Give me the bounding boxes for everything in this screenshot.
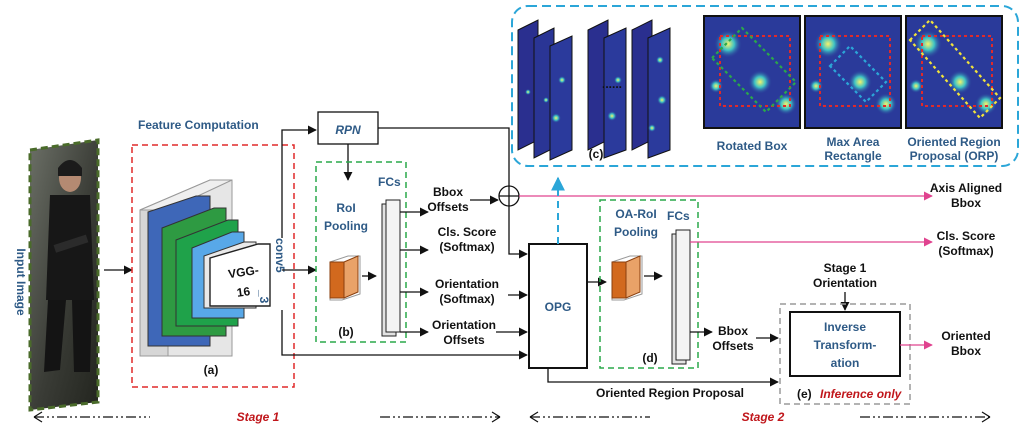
orientation-offsets-line1: Orientation [432,318,496,332]
cls-score-line2: (Softmax) [439,240,494,254]
heatmap-oriented-region-proposal [905,15,1003,129]
inverse-transformation-line2: Transform- [814,338,877,352]
final-cls-score-line1: Cls. Score [937,229,996,243]
conv5-suffix: _3 [257,289,271,304]
input-image [28,138,100,412]
oa-roi-pooling-line1: OA-RoI [615,207,656,221]
heatmap-max-area-rectangle [804,15,902,129]
caption-orp-line2: Proposal (ORP) [910,149,999,163]
oa-bbox-offsets-line2: Offsets [712,339,754,353]
axis-aligned-bbox-line2: Bbox [951,196,981,210]
tag-c: (c) [589,147,604,161]
rpn-label: RPN [335,123,361,137]
vgg-label-line1: VGG- [227,263,259,281]
feature-maps-ellipsis: ...... [602,77,622,91]
inference-only-label: Inference only [820,387,903,401]
oa-fcs-label: FCs [667,209,690,223]
rpn-box [317,111,379,145]
axis-aligned-bbox-line1: Axis Aligned [930,181,1002,195]
bbox-offsets-line2: Offsets [427,200,469,214]
feature-computation-title: Feature Computation [138,118,259,132]
roi-block [315,161,407,343]
inverse-transformation-line3: ation [831,356,860,370]
inference-only-box [779,303,911,405]
heatmap-rotated-box [703,15,801,129]
caption-rotated-box: Rotated Box [717,139,788,153]
orientation-panel [511,5,1019,167]
stage1-orientation-line2: Orientation [813,276,877,290]
oa-fc-layers [671,229,691,365]
conv5-label: conv5 [273,238,287,273]
feature-maps-stack-1 [517,19,573,161]
oa-bbox-offsets-line1: Bbox [718,324,748,338]
oa-roi-pooling-cube [611,255,643,301]
feature-maps-stack-2 [587,19,627,159]
stage1-span [33,411,501,423]
orientation-softmax-line2: (Softmax) [439,292,494,306]
tag-a: (a) [204,363,219,377]
caption-max-area-line2: Rectangle [824,149,882,163]
vgg-backbone [139,179,271,357]
bbox-offsets-line1: Bbox [433,185,463,199]
roi-pooling-cube [329,255,361,301]
inverse-transformation-box [789,311,901,377]
caption-max-area-line1: Max Area [827,135,880,149]
caption-orp-line1: Oriented Region [907,135,1000,149]
stage1-orientation-line1: Stage 1 [824,261,867,275]
oa-roi-pooling-line2: Pooling [614,225,658,239]
tag-d: (d) [642,351,657,365]
oriented-bbox-line1: Oriented [941,329,990,343]
input-image-label: Input Image [14,248,28,316]
stage2-span [529,411,991,423]
cls-score-line1: Cls. Score [438,225,497,239]
inverse-transformation-line1: Inverse [824,320,866,334]
roi-fcs-label: FCs [378,175,401,189]
roi-pooling-line1: RoI [336,201,355,215]
orientation-offsets-line2: Offsets [443,333,485,347]
tag-b: (b) [338,325,353,339]
orp-label: Oriented Region Proposal [596,386,744,400]
orientation-softmax-line1: Orientation [435,277,499,291]
stage2-label: Stage 2 [742,410,785,424]
final-cls-score-line2: (Softmax) [938,244,993,258]
roi-pooling-line2: Pooling [324,219,368,233]
tag-e: (e) [797,387,812,401]
sum-node [498,185,520,207]
roi-fc-layers [381,199,401,337]
vgg-label-line2: 16 [236,284,251,300]
oriented-bbox-line2: Bbox [951,344,981,358]
feature-maps-stack-3 [631,19,671,159]
stage1-label: Stage 1 [237,410,280,424]
opg-box [528,243,588,369]
opg-label: OPG [545,300,572,314]
feature-box [131,144,295,388]
oa-roi-block [599,199,699,369]
